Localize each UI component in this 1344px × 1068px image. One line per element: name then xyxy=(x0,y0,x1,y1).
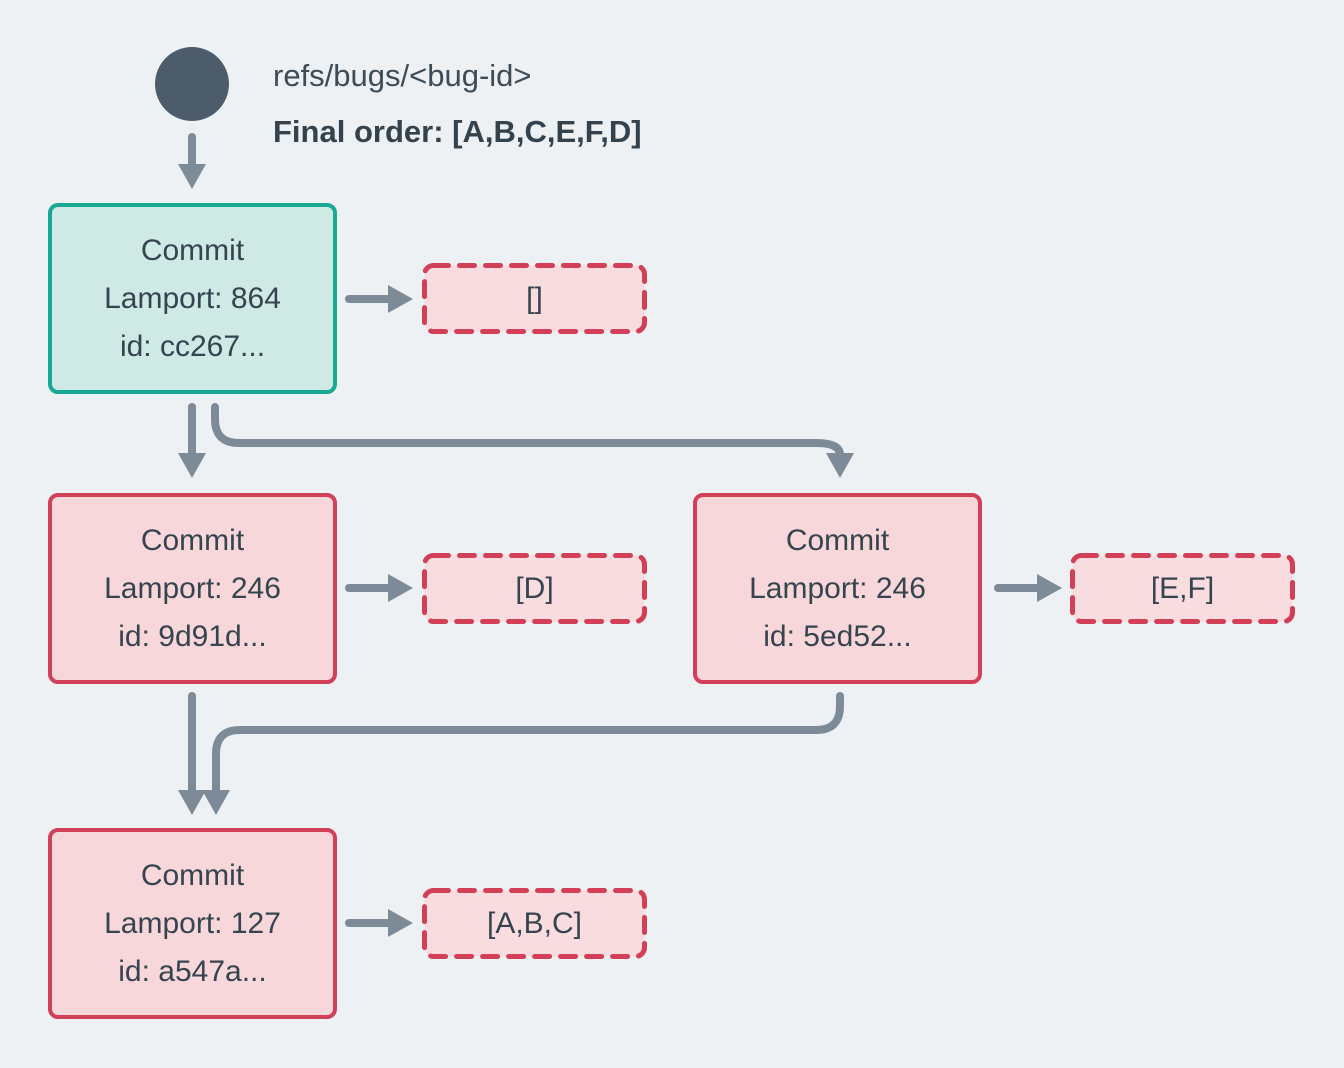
commit-id: id: 5ed52... xyxy=(763,619,912,653)
commit-lamport: Lamport: 127 xyxy=(104,906,281,940)
dashed-border-icon xyxy=(422,553,647,624)
commit-node-5ed52: Commit Lamport: 246 id: 5ed52... xyxy=(693,493,982,684)
commit-lamport: Lamport: 246 xyxy=(749,571,926,605)
arrowhead-icon xyxy=(388,285,413,313)
dashed-border-icon xyxy=(422,263,647,334)
arrowhead-icon xyxy=(826,453,854,478)
edge-commit-a-to-commit-c xyxy=(211,403,844,459)
edge-commit-c-to-commit-d xyxy=(212,692,844,796)
ref-head-dot-icon xyxy=(155,47,229,121)
arrowhead-icon xyxy=(202,790,230,815)
dashed-border-icon xyxy=(1070,553,1295,624)
arrowhead-icon xyxy=(178,164,206,189)
commit-title: Commit xyxy=(140,233,245,267)
dashed-border-icon xyxy=(422,888,647,959)
operations-node-5ed52: [E,F] xyxy=(1070,553,1295,624)
arrowhead-icon xyxy=(178,453,206,478)
commit-id: id: a547a... xyxy=(118,954,267,988)
commit-node-cc267: Commit Lamport: 864 id: cc267... xyxy=(48,203,337,394)
commit-node-a547a: Commit Lamport: 127 id: a547a... xyxy=(48,828,337,1019)
commit-title: Commit xyxy=(140,858,245,892)
commit-id: id: 9d91d... xyxy=(118,619,267,653)
commit-id: id: cc267... xyxy=(119,329,266,363)
commit-node-9d91d: Commit Lamport: 246 id: 9d91d... xyxy=(48,493,337,684)
commit-lamport: Lamport: 246 xyxy=(104,571,281,605)
operations-label: [] xyxy=(526,281,543,315)
final-order-label: Final order: [A,B,C,E,F,D] xyxy=(273,114,642,149)
arrowhead-icon xyxy=(388,574,413,602)
arrowhead-icon xyxy=(178,790,206,815)
ref-name-label: refs/bugs/<bug-id> xyxy=(273,58,532,93)
operations-label: [A,B,C] xyxy=(486,906,583,940)
commit-title: Commit xyxy=(785,523,890,557)
arrowhead-icon xyxy=(388,909,413,937)
operations-node-a547a: [A,B,C] xyxy=(422,888,647,959)
operations-node-cc267: [] xyxy=(422,263,647,334)
operations-label: [E,F] xyxy=(1150,571,1215,605)
commit-lamport: Lamport: 864 xyxy=(104,281,281,315)
operations-label: [D] xyxy=(515,571,554,605)
commit-title: Commit xyxy=(140,523,245,557)
operations-node-9d91d: [D] xyxy=(422,553,647,624)
arrowhead-icon xyxy=(1037,574,1062,602)
